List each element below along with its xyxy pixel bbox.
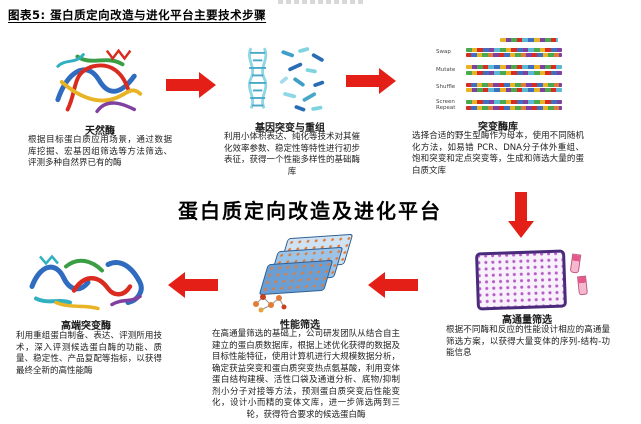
- platform-title: 蛋白质定向改造及进化平台: [178, 199, 442, 223]
- library-method-label: Mutate: [436, 66, 456, 73]
- natural-enzyme-description: 根据目标蛋白质应用场景，通过数据库挖掘、宏基因组筛选等方法筛选、评测多种自然界已…: [28, 135, 172, 168]
- left-arrow-icon: [168, 272, 218, 298]
- sample-tube-icon: [569, 253, 582, 274]
- left-arrow-icon: [368, 272, 418, 298]
- natural-enzyme-label: 天然酶: [85, 126, 115, 137]
- mutant-library-illustration: Swap Mutate Shuffle Screen Repeat: [436, 38, 562, 116]
- high-end-enzyme-illustration: [29, 254, 144, 311]
- gene-fragments-illustration: [248, 47, 325, 112]
- sample-tube-icon: [577, 275, 588, 296]
- high-throughput-illustration: [475, 248, 588, 312]
- mutant-library-description: 选择合适的野生型酶作为母本，使用不同随机化方法，如易错 PCR、DNA分子体外重…: [412, 131, 584, 176]
- performance-label: 性能筛选: [280, 320, 320, 331]
- library-row: [466, 100, 562, 104]
- high-throughput-description: 根据不同酶和反应的性能设计相应的高通量筛选方案，以获得大量变体的序列-结构-功能…: [446, 325, 610, 358]
- gene-mutation-label: 基因突变与重组: [255, 123, 325, 134]
- microplate-icon: [475, 249, 567, 311]
- library-row: [500, 38, 558, 42]
- right-arrow-icon: [346, 68, 396, 94]
- library-row: [466, 105, 562, 110]
- mutant-library-label: 突变酶库: [478, 122, 518, 133]
- molecule-icon: [253, 294, 287, 313]
- natural-enzyme-illustration: [55, 48, 143, 114]
- down-arrow-icon: [508, 192, 534, 238]
- high-end-enzyme-label: 高端突变酶: [61, 321, 111, 332]
- cropped-page-header: [278, 0, 366, 4]
- gene-mutation-description: 利用小体积表达、纯化等技术对其催化效率参数、稳定性等特性进行初步表征，获得一个性…: [224, 132, 361, 177]
- figure-title: 图表5: 蛋白质定向改造与进化平台主要技术步骤: [8, 8, 267, 22]
- library-method-label: Swap: [436, 49, 451, 56]
- library-row: [466, 65, 562, 69]
- high-throughput-label: 高通量筛选: [502, 315, 552, 326]
- right-arrow-icon: [166, 72, 216, 98]
- library-row: [466, 70, 562, 75]
- library-method-label: Screen Repeat: [436, 98, 456, 111]
- library-row: [466, 47, 562, 52]
- performance-screening-illustration: [248, 233, 354, 318]
- library-row: [466, 82, 562, 87]
- library-row: [466, 53, 562, 57]
- high-end-enzyme-description: 利用重组蛋白制备、表达、评测所用技术，深入评测候选蛋白酶的功能、质量、稳定性、产…: [16, 331, 162, 376]
- library-method-label: Shuffle: [436, 84, 456, 91]
- library-row: [466, 88, 562, 92]
- performance-description: 在高通量筛选的基础上，公司研发团队从结合自主建立的蛋白质数据库，根据上述优化获得…: [212, 329, 400, 420]
